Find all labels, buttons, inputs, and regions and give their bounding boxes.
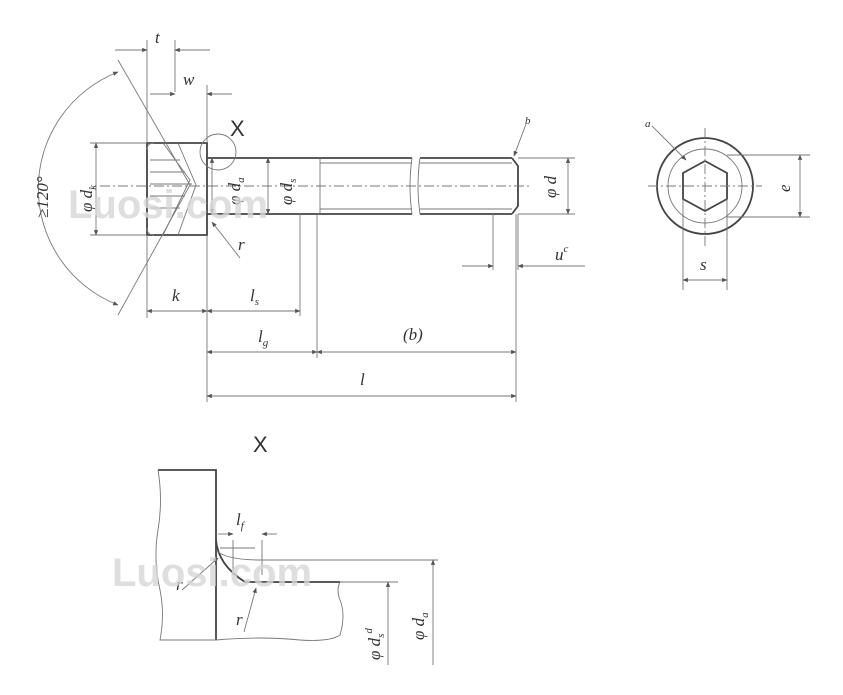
label-da: φ da [225,177,247,205]
dim-u: uc [462,214,585,270]
label-u: uc [555,243,569,264]
dim-angle: ≥120° [33,59,191,316]
watermark: Luosi.com [68,183,268,227]
dim-d: φ d [518,157,575,215]
dim-b: (b) [316,214,517,402]
dim-l: l [206,370,517,399]
dim-dk: φ dk [77,142,147,236]
dim-t: t [115,28,210,143]
label-k: k [172,286,180,305]
label-ds-detail: φ dsd [363,628,387,660]
label-r1: r [176,575,183,594]
label-note-a: a [645,118,651,130]
label-l: l [360,370,365,389]
label-b: (b) [403,325,423,344]
label-r2: r [236,610,243,629]
detail-ref-x: X [230,116,245,141]
detail-x-view: lf r r φ dsd φ da [155,469,438,665]
dim-r-head: r [211,221,245,259]
label-d: φ d [541,175,560,198]
dim-lg: lg [206,214,318,358]
label-dk: φ dk [77,184,99,212]
label-t: t [155,28,161,47]
label-lg: lg [258,327,269,349]
label-w: w [183,70,195,89]
dim-ds: φ ds [265,157,299,215]
label-s: s [700,255,707,274]
detail-circle [199,133,237,171]
note-b: b [513,115,531,157]
screw-end-view: e s a [645,118,810,290]
label-note-b: b [525,115,531,127]
detail-title-x: X [253,432,268,457]
label-ds: φ ds [277,179,299,205]
label-ls: ls [250,286,259,308]
dim-w: w [150,70,232,143]
dim-da: φ da [209,157,247,215]
label-e: e [775,184,794,192]
label-da-detail: φ da [409,612,431,640]
label-lf: lf [236,510,246,532]
dim-k: k [146,235,208,402]
label-r: r [238,235,245,254]
label-angle: ≥120° [33,176,52,218]
watermark: Luosi.com [112,551,312,595]
dim-ls: ls [206,214,301,316]
